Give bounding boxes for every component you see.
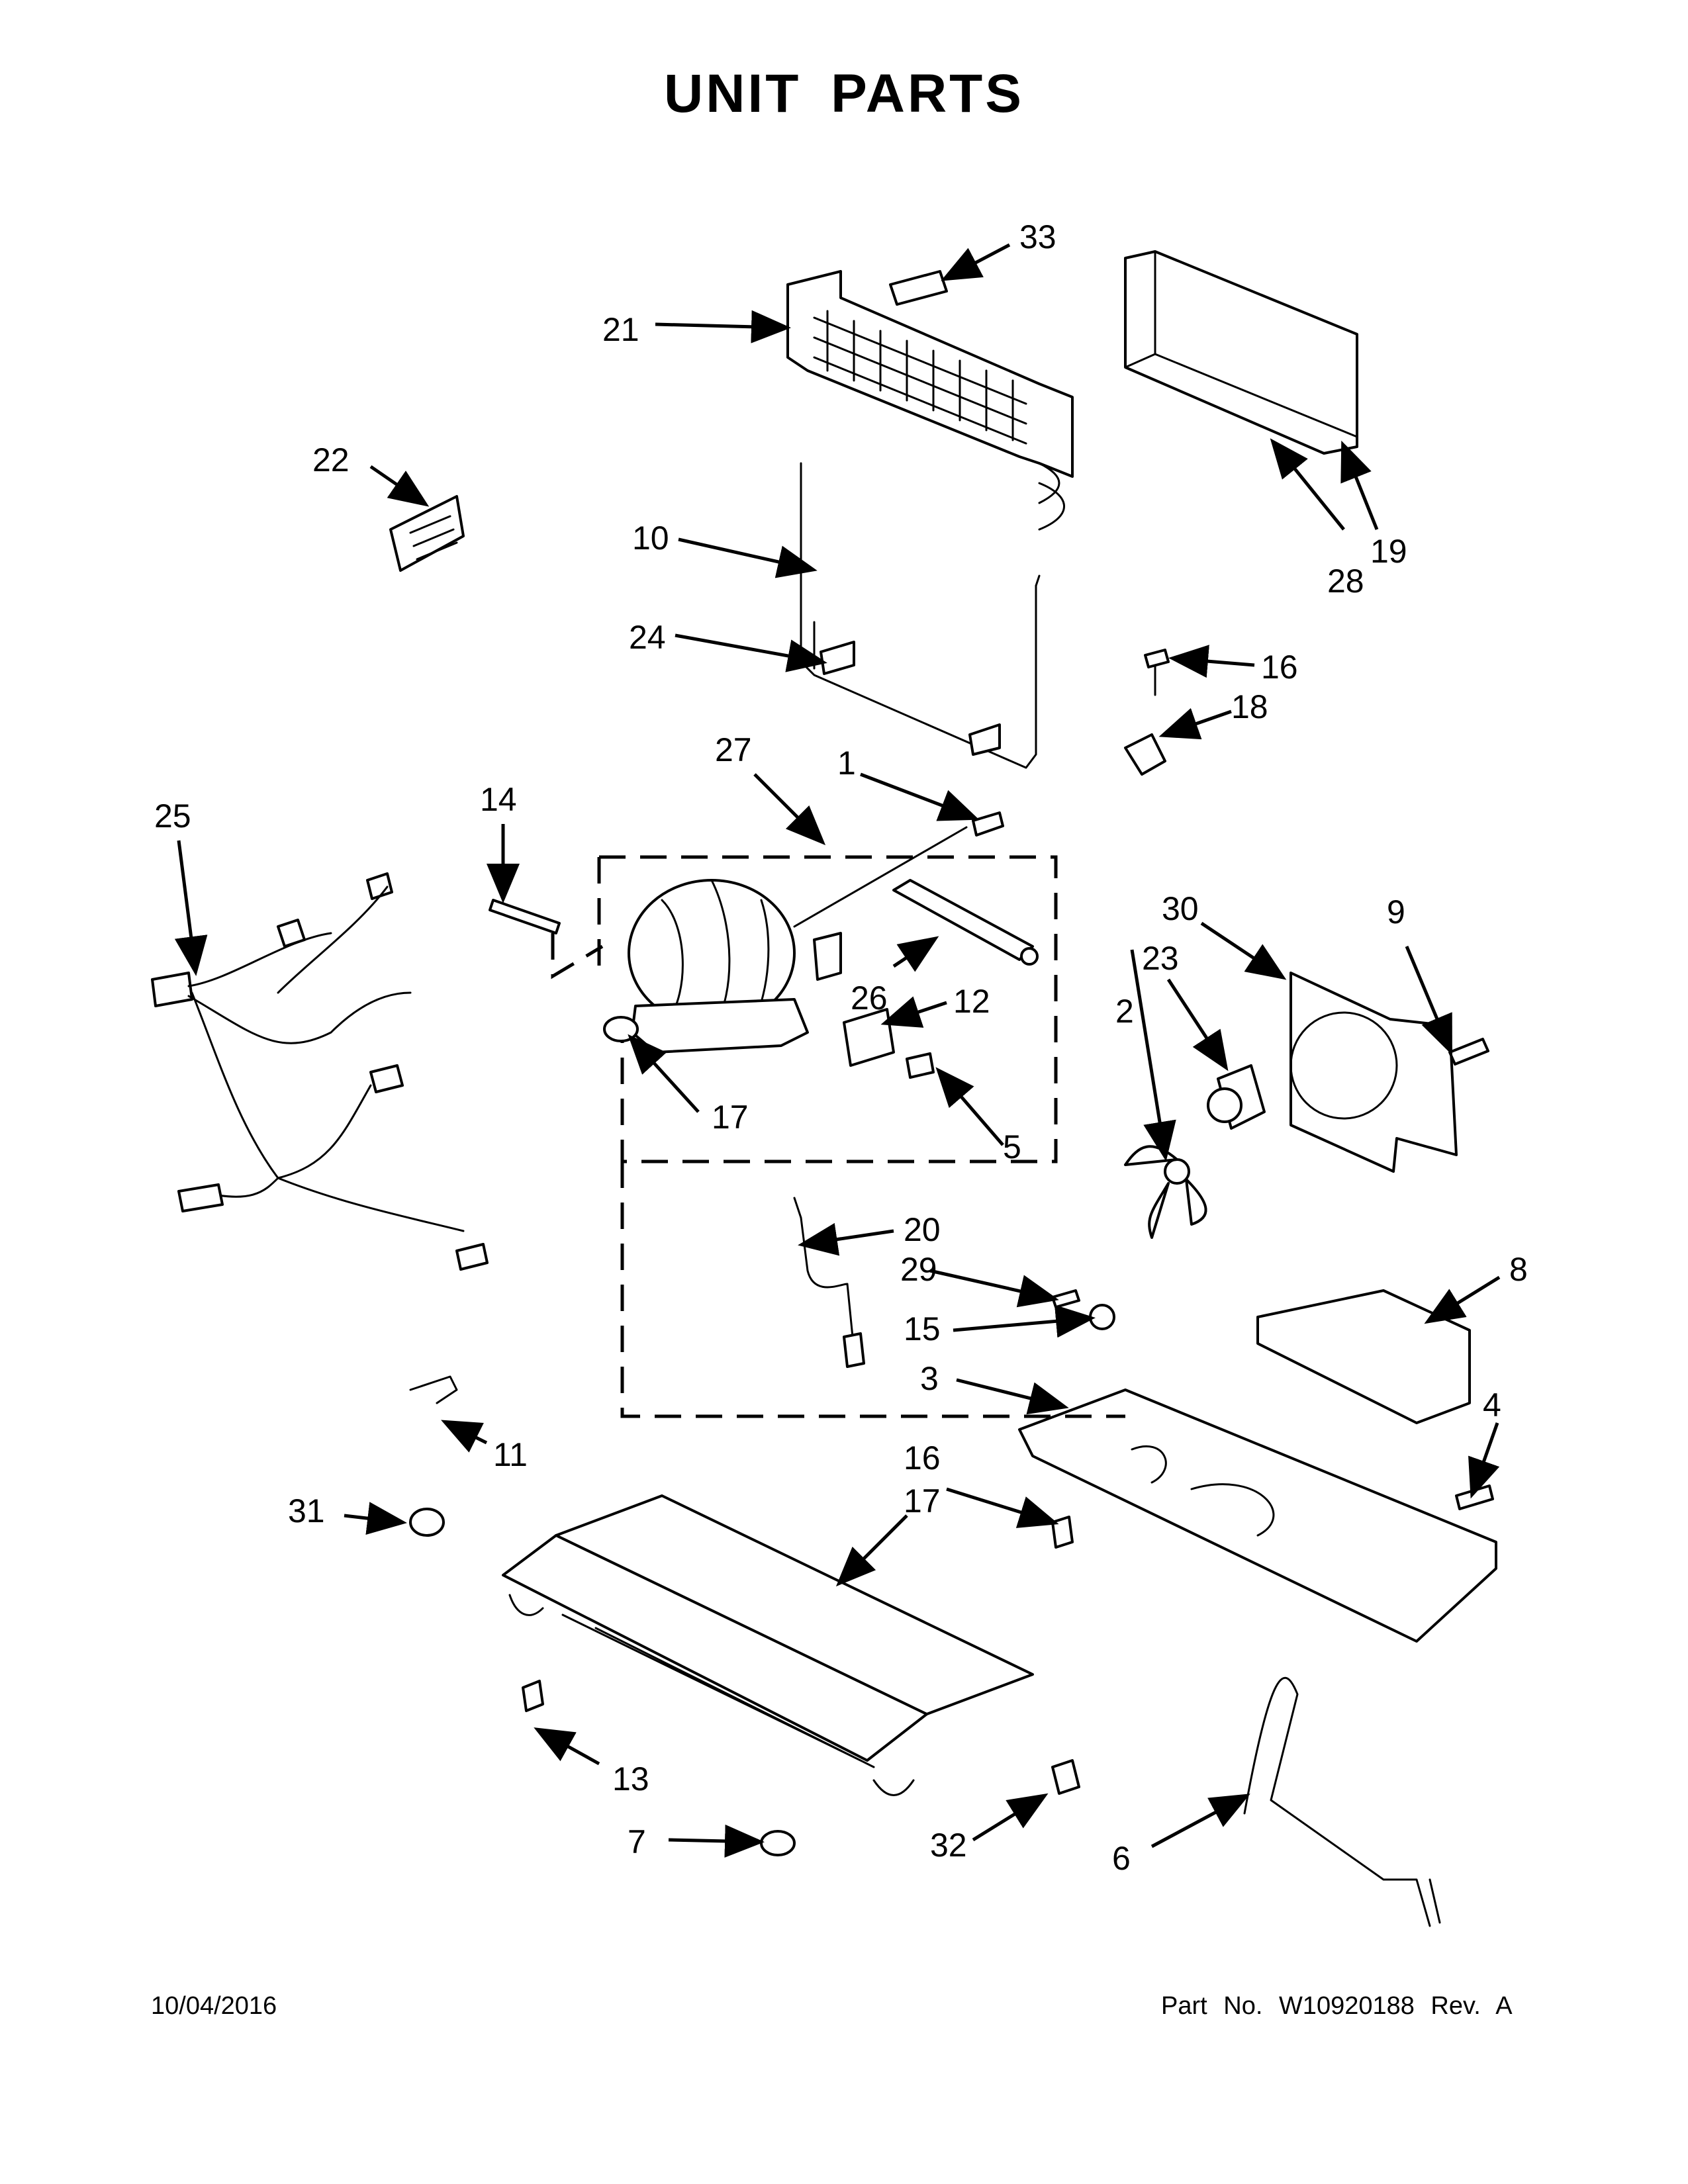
- part-8-bracket: [1256, 1289, 1471, 1424]
- callout-5: 5: [1003, 1128, 1021, 1165]
- footer-part-number: Part No. W10920188 Rev. A: [1161, 1992, 1513, 2020]
- dashed-outline-28: [599, 855, 1058, 1163]
- part-9-screw: [1448, 1038, 1489, 1066]
- part-19-clip: [1124, 733, 1166, 776]
- part-17-grommet: [603, 1016, 639, 1042]
- dashed-to-base: [620, 1161, 1125, 1418]
- part-33-fastener: [1051, 1759, 1080, 1795]
- callout-labels: 33 21 22 10 24 19 28 16 18 27 1 14 25 26…: [154, 218, 1528, 1877]
- callout-22: 21: [602, 311, 639, 348]
- callout-4: 4: [1483, 1387, 1501, 1424]
- callout-1: 1: [837, 745, 856, 782]
- part-15-fitting: [1089, 1304, 1115, 1330]
- page-title: UNIT PARTS: [664, 64, 1024, 124]
- callout-11: 11: [493, 1436, 528, 1473]
- part-10-25-tubing: [800, 462, 1041, 769]
- part-32-plug: [409, 1508, 445, 1537]
- part-21-drain-tube: [793, 1197, 865, 1368]
- part-30-clip: [1051, 1289, 1080, 1308]
- callout-7: 7: [628, 1823, 646, 1860]
- callout-2: 2: [1115, 993, 1134, 1030]
- callout-31: 30: [1162, 890, 1199, 927]
- callout-30: 29: [900, 1251, 937, 1288]
- part-6-tube: [1243, 1676, 1441, 1927]
- part-31-shroud: [1289, 972, 1458, 1173]
- callout-27: 26: [851, 979, 888, 1017]
- part-34-label: [889, 270, 948, 306]
- callout-33: 32: [930, 1827, 967, 1864]
- callout-15: 15: [904, 1310, 941, 1347]
- part-12-relay: [843, 1008, 895, 1067]
- callout-21: 20: [904, 1211, 941, 1248]
- callout-28: 27: [715, 731, 752, 768]
- callout-17: 17: [712, 1099, 749, 1136]
- callout-18: 17: [904, 1482, 941, 1520]
- callout-8: 8: [1509, 1251, 1528, 1288]
- part-14-strap: [489, 899, 561, 934]
- callout-23: 22: [312, 441, 350, 478]
- callout-16b: 16: [904, 1439, 941, 1477]
- callout-29: 28: [1327, 563, 1364, 600]
- part-18-evaporator: [502, 1494, 1034, 1796]
- part-compressor: [628, 879, 842, 1054]
- callout-34: 33: [1019, 218, 1056, 255]
- part-24-motor: [1207, 1064, 1266, 1130]
- callout-25: 24: [629, 619, 666, 656]
- part-23-bracket: [389, 495, 465, 572]
- callout-14: 14: [480, 781, 517, 818]
- callout-9: 9: [1387, 893, 1405, 931]
- callout-19: 18: [1231, 688, 1268, 725]
- leader-lines: [174, 243, 1501, 1858]
- part-16-screw-top: [1144, 649, 1170, 696]
- part-16-screw-lower: [1051, 1516, 1074, 1549]
- callout-13: 13: [612, 1760, 649, 1797]
- callout-6: 6: [1112, 1840, 1131, 1877]
- compressor-line: [793, 826, 968, 928]
- part-20-cover: [1124, 250, 1358, 455]
- part-7-plug: [760, 1830, 796, 1856]
- callout-32: 31: [288, 1492, 325, 1529]
- callout-12: 12: [953, 983, 990, 1020]
- callout-24: 23: [1142, 940, 1179, 977]
- part-27-drier: [892, 879, 1039, 966]
- callout-10: 10: [632, 520, 669, 557]
- part-11-clip: [409, 1375, 458, 1404]
- part-13-clip: [522, 1680, 544, 1712]
- part-1-screw: [972, 811, 1004, 837]
- footer-date: 10/04/2016: [151, 1992, 277, 2020]
- callout-3: 3: [920, 1360, 939, 1397]
- callout-20: 19: [1370, 533, 1407, 570]
- part-5-cap: [906, 1052, 935, 1079]
- callout-16a: 16: [1261, 649, 1298, 686]
- dashed-14: [551, 933, 604, 979]
- part-22-condenser: [786, 270, 1074, 531]
- part-26-wire-harness: [151, 872, 489, 1271]
- part-3-base-plate: [1018, 1388, 1497, 1643]
- part-2-fan-blade: [1124, 1145, 1207, 1239]
- callout-26: 25: [154, 797, 191, 835]
